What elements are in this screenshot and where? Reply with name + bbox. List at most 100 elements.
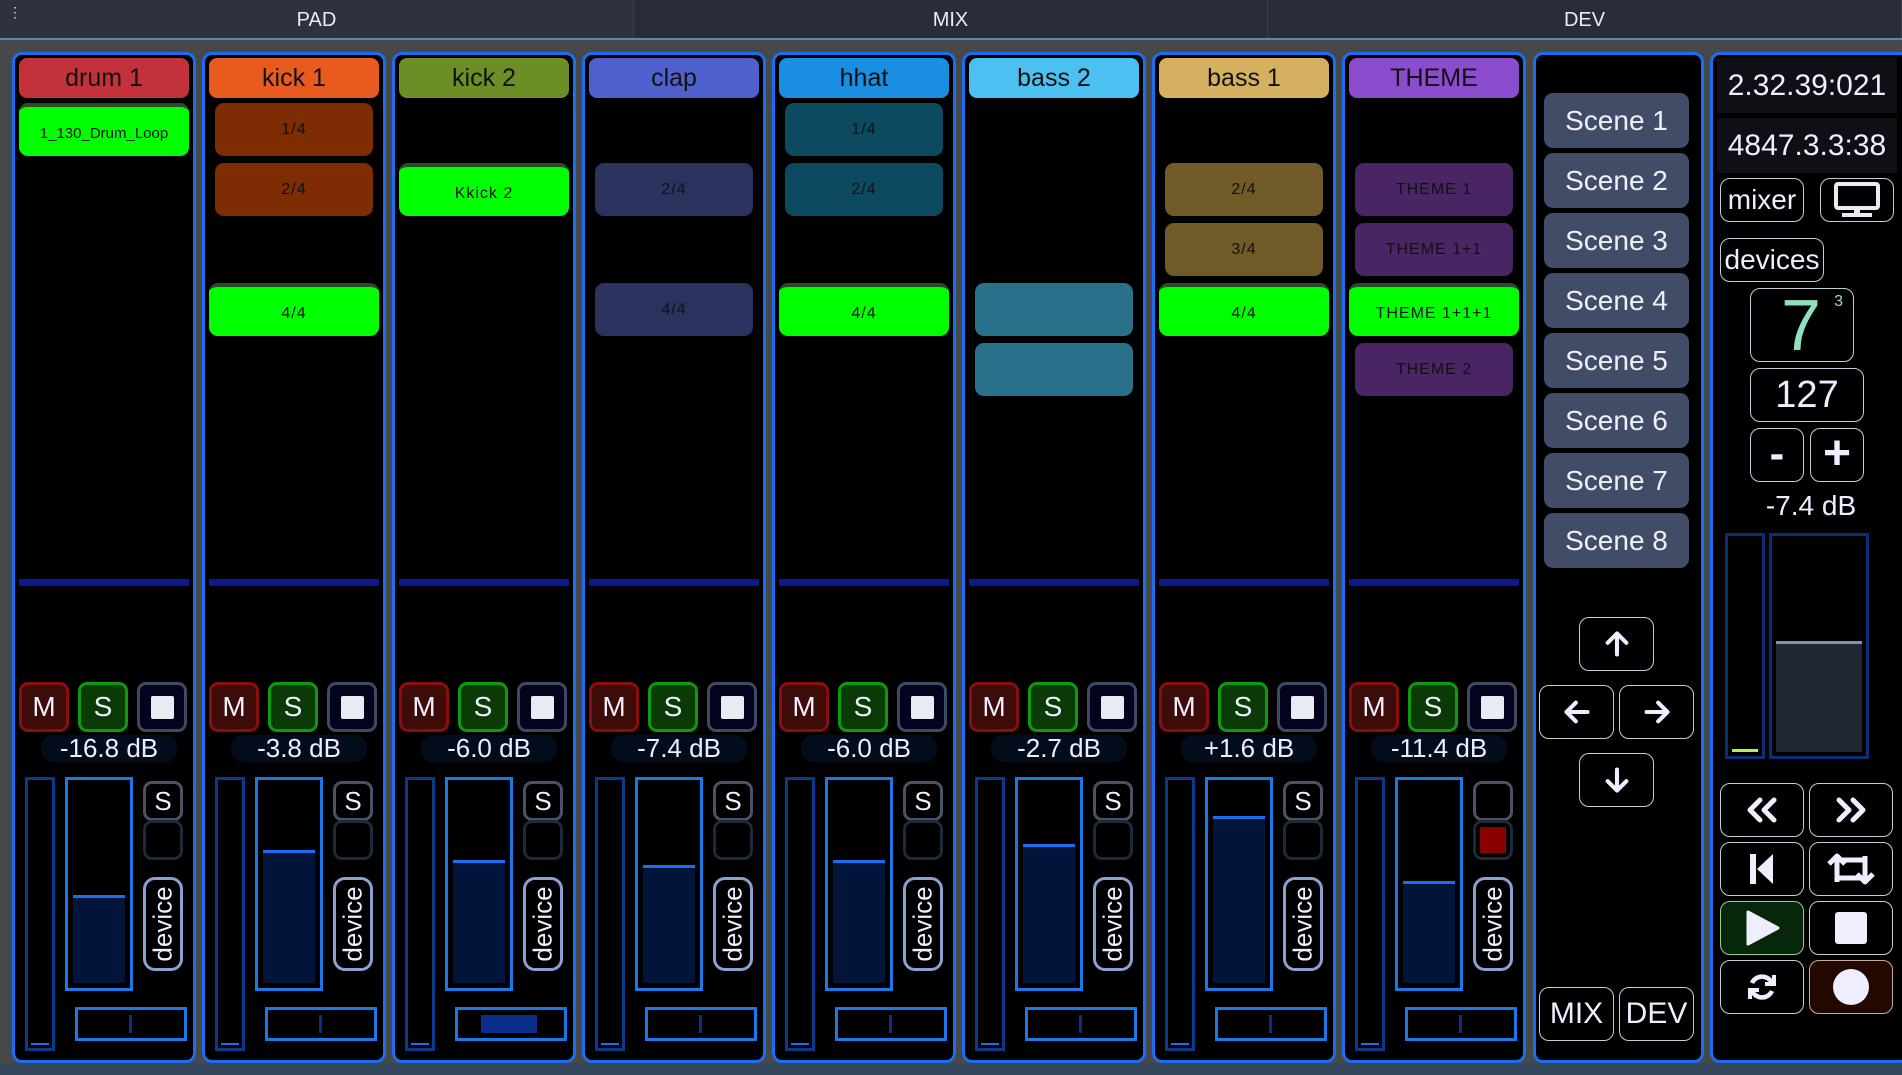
nav-down-button[interactable] <box>1579 753 1654 807</box>
clip-slot[interactable]: 4/4 <box>779 283 949 336</box>
nav-right-button[interactable] <box>1619 685 1694 739</box>
stop-button[interactable] <box>1809 901 1893 955</box>
record-arm-toggle[interactable] <box>1283 820 1323 860</box>
send-button[interactable]: S <box>143 781 183 821</box>
track-name-header[interactable]: hhat <box>779 58 949 98</box>
record-arm-toggle[interactable] <box>523 820 563 860</box>
clip-slot[interactable]: 1/4 <box>215 103 373 156</box>
clip-slot[interactable]: 2/4 <box>215 163 373 216</box>
mix-button[interactable]: MIX <box>1539 987 1614 1041</box>
scene-button[interactable]: Scene 8 <box>1544 513 1689 568</box>
volume-fader[interactable] <box>255 777 323 991</box>
device-button[interactable]: device <box>1473 877 1513 971</box>
monitor-button[interactable] <box>1820 178 1894 222</box>
send-button[interactable] <box>1473 781 1513 821</box>
solo-button[interactable]: S <box>1218 682 1268 732</box>
volume-fader[interactable] <box>445 777 513 991</box>
pan-control[interactable] <box>1215 1007 1327 1041</box>
tab-pad[interactable]: PAD <box>0 0 634 38</box>
arm-button[interactable] <box>1277 682 1327 732</box>
clip-slot[interactable]: THEME 1+1+1 <box>1349 283 1519 336</box>
clip-slot[interactable]: 3/4 <box>1165 223 1323 276</box>
clip-slot[interactable]: 2/4 <box>595 163 753 216</box>
go-to-start-button[interactable] <box>1720 842 1804 896</box>
tab-dev[interactable]: DEV <box>1268 0 1902 38</box>
pan-control[interactable] <box>455 1007 567 1041</box>
track-name-header[interactable]: THEME <box>1349 58 1519 98</box>
clip-slot[interactable]: 4/4 <box>209 283 379 336</box>
clip-slot[interactable]: 4/4 <box>1159 283 1329 336</box>
volume-fader[interactable] <box>1395 777 1463 991</box>
mute-button[interactable]: M <box>399 682 449 732</box>
mixer-button[interactable]: mixer <box>1720 178 1804 222</box>
solo-button[interactable]: S <box>1028 682 1078 732</box>
pan-control[interactable] <box>645 1007 757 1041</box>
clip-slot[interactable] <box>975 343 1133 396</box>
device-button[interactable]: device <box>333 877 373 971</box>
clip-slot[interactable]: THEME 1 <box>1355 163 1513 216</box>
track-name-header[interactable]: drum 1 <box>19 58 189 98</box>
pan-control[interactable] <box>1025 1007 1137 1041</box>
arm-button[interactable] <box>707 682 757 732</box>
plus-button[interactable]: + <box>1810 428 1864 482</box>
play-button[interactable] <box>1720 901 1804 955</box>
clip-slot[interactable]: 4/4 <box>595 283 753 336</box>
device-button[interactable]: device <box>903 877 943 971</box>
tab-mix[interactable]: MIX <box>634 0 1268 38</box>
track-name-header[interactable]: bass 2 <box>969 58 1139 98</box>
scene-button[interactable]: Scene 5 <box>1544 333 1689 388</box>
clip-slot[interactable]: 2/4 <box>785 163 943 216</box>
record-button[interactable] <box>1809 960 1893 1014</box>
track-name-header[interactable]: kick 2 <box>399 58 569 98</box>
solo-button[interactable]: S <box>648 682 698 732</box>
pan-control[interactable] <box>1405 1007 1517 1041</box>
loop-button[interactable] <box>1809 842 1893 896</box>
volume-fader[interactable] <box>635 777 703 991</box>
track-name-header[interactable]: clap <box>589 58 759 98</box>
device-button[interactable]: device <box>1093 877 1133 971</box>
volume-fader[interactable] <box>65 777 133 991</box>
record-arm-toggle[interactable] <box>143 820 183 860</box>
device-button[interactable]: device <box>713 877 753 971</box>
mute-button[interactable]: M <box>209 682 259 732</box>
nav-up-button[interactable] <box>1579 617 1654 671</box>
mute-button[interactable]: M <box>1159 682 1209 732</box>
scene-button[interactable]: Scene 7 <box>1544 453 1689 508</box>
mute-button[interactable]: M <box>969 682 1019 732</box>
nav-left-button[interactable] <box>1539 685 1614 739</box>
clip-slot[interactable]: THEME 1+1 <box>1355 223 1513 276</box>
arm-button[interactable] <box>517 682 567 732</box>
volume-fader[interactable] <box>825 777 893 991</box>
fast-forward-button[interactable] <box>1809 783 1893 837</box>
record-arm-toggle[interactable] <box>903 820 943 860</box>
record-arm-toggle[interactable] <box>1473 820 1513 860</box>
arm-button[interactable] <box>1467 682 1517 732</box>
arm-button[interactable] <box>137 682 187 732</box>
send-button[interactable]: S <box>1093 781 1133 821</box>
pan-control[interactable] <box>835 1007 947 1041</box>
clip-slot[interactable]: THEME 2 <box>1355 343 1513 396</box>
dev-button[interactable]: DEV <box>1619 987 1694 1041</box>
mute-button[interactable]: M <box>589 682 639 732</box>
clip-slot[interactable]: 1_130_Drum_Loop <box>19 103 189 156</box>
send-button[interactable]: S <box>333 781 373 821</box>
track-name-header[interactable]: kick 1 <box>209 58 379 98</box>
track-name-header[interactable]: bass 1 <box>1159 58 1329 98</box>
solo-button[interactable]: S <box>458 682 508 732</box>
scene-button[interactable]: Scene 3 <box>1544 213 1689 268</box>
device-button[interactable]: device <box>143 877 183 971</box>
rewind-button[interactable] <box>1720 783 1804 837</box>
solo-button[interactable]: S <box>268 682 318 732</box>
scene-button[interactable]: Scene 2 <box>1544 153 1689 208</box>
send-button[interactable]: S <box>523 781 563 821</box>
device-button[interactable]: device <box>1283 877 1323 971</box>
pan-control[interactable] <box>75 1007 187 1041</box>
menu-dots-icon[interactable]: ⋮ <box>8 4 22 20</box>
mute-button[interactable]: M <box>779 682 829 732</box>
clip-slot[interactable]: Kkick 2 <box>399 163 569 216</box>
devices-button[interactable]: devices <box>1720 238 1824 282</box>
record-arm-toggle[interactable] <box>333 820 373 860</box>
mute-button[interactable]: M <box>19 682 69 732</box>
solo-button[interactable]: S <box>1408 682 1458 732</box>
clip-slot[interactable] <box>975 283 1133 336</box>
